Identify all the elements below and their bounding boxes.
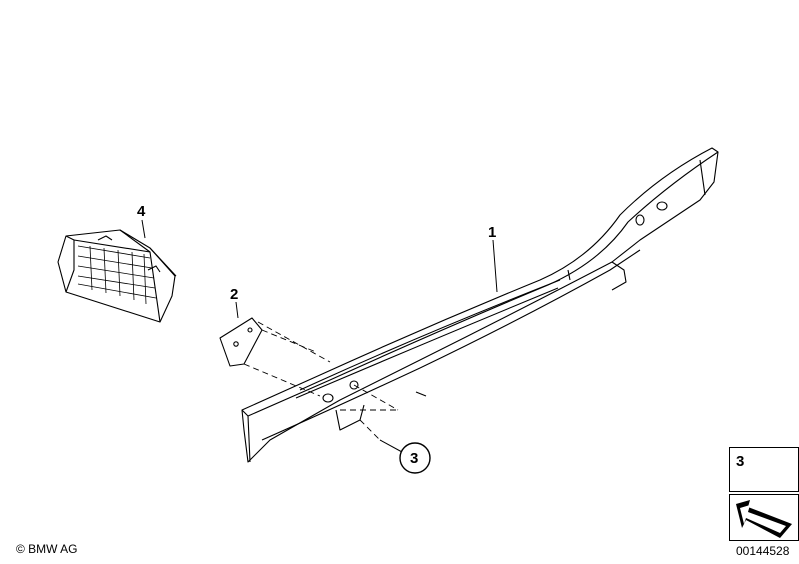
mounting-bracket [219,317,263,367]
callout-4: 4 [137,203,146,220]
bumper-carrier-beam [241,147,719,463]
callout-3-circle [399,442,431,474]
legend-arrow-box [729,494,799,541]
callout-1: 1 [488,224,497,241]
leader-lines [141,219,498,453]
legend-part-box: 3 [729,447,799,492]
callout-2: 2 [230,286,239,303]
copyright-text: © BMW AG [16,542,78,556]
legend-part-number: 3 [736,453,745,470]
assembly-guide-lines [243,321,400,441]
diagram-id: 00144528 [736,544,790,558]
callout-3: 3 [410,450,419,467]
air-duct-grille [57,229,177,323]
forward-arrow-icon [736,500,792,538]
